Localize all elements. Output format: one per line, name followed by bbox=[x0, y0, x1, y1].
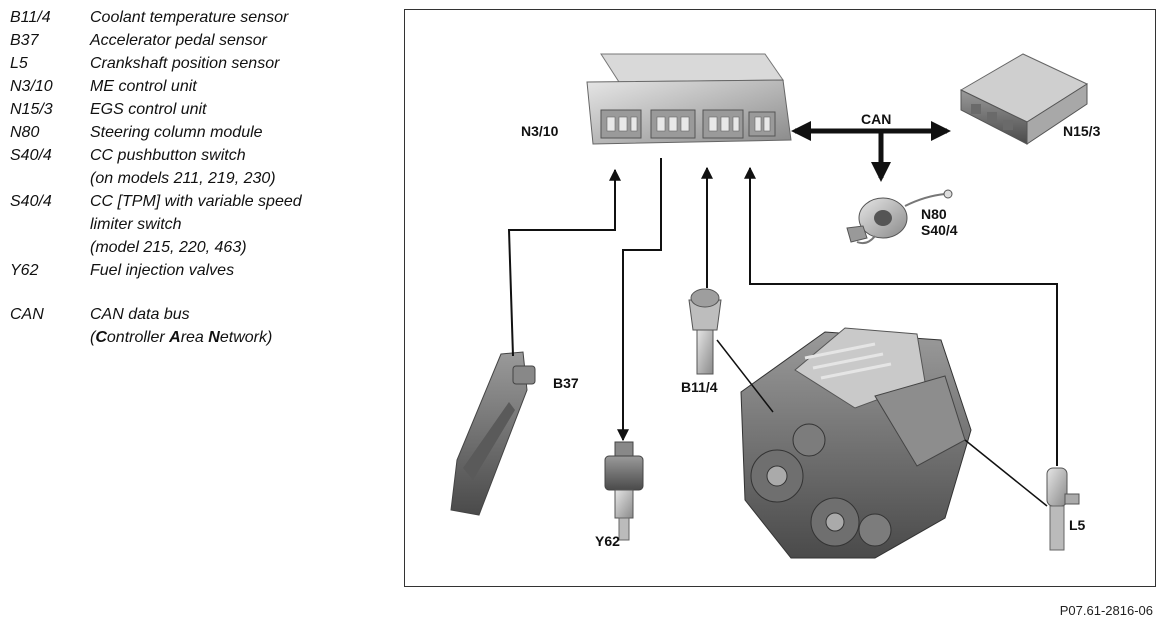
system-diagram: N3/10 CAN N15/3 N80 S40/4 B37 B11/4 Y62 … bbox=[450, 53, 1101, 559]
legend-line: Coolant temperature sensor bbox=[90, 9, 289, 26]
label-can: CAN bbox=[861, 111, 891, 127]
legend-line: CAN data bus bbox=[90, 306, 190, 323]
legend-row-n3-10: N3/10 ME control unit bbox=[10, 75, 390, 98]
legend-row-can: CAN CAN data bus (Controller Area Networ… bbox=[10, 303, 390, 349]
figure-id: P07.61-2816-06 bbox=[1059, 603, 1153, 618]
label-n80: N80 bbox=[921, 206, 947, 222]
legend-desc: Coolant temperature sensor bbox=[90, 6, 390, 29]
label-s40-4: S40/4 bbox=[921, 222, 958, 238]
legend-code: CAN bbox=[10, 306, 44, 323]
legend-desc: CC pushbutton switch (on models 211, 219… bbox=[90, 144, 390, 190]
line-b37-to-n3-10 bbox=[507, 168, 621, 357]
label-n15-3: N15/3 bbox=[1063, 123, 1101, 139]
legend-line: Steering column module bbox=[90, 124, 263, 141]
label-l5: L5 bbox=[1069, 517, 1086, 533]
label-n3-10: N3/10 bbox=[521, 123, 559, 139]
coolant-temperature-sensor-image bbox=[688, 288, 722, 375]
legend-desc: CAN data bus (Controller Area Network) bbox=[90, 303, 390, 349]
legend: B11/4 Coolant temperature sensor B37 Acc… bbox=[10, 6, 390, 349]
legend-code: B11/4 bbox=[10, 9, 51, 26]
legend-line-acronym: (Controller Area Network) bbox=[90, 329, 273, 346]
legend-line: Fuel injection valves bbox=[90, 262, 235, 279]
label-b37: B37 bbox=[553, 375, 579, 391]
legend-line: (on models 211, 219, 230) bbox=[90, 170, 276, 187]
legend-row-b11-4: B11/4 Coolant temperature sensor bbox=[10, 6, 390, 29]
legend-row-n15-3: N15/3 EGS control unit bbox=[10, 98, 390, 121]
legend-desc: Crankshaft position sensor bbox=[90, 52, 390, 75]
label-y62: Y62 bbox=[595, 533, 620, 549]
crankshaft-position-sensor-image bbox=[1046, 467, 1080, 551]
legend-desc: CC [TPM] with variable speed limiter swi… bbox=[90, 190, 390, 259]
can-bus bbox=[791, 121, 951, 182]
legend-code: L5 bbox=[10, 55, 28, 72]
fuel-injection-valve-image bbox=[604, 441, 644, 541]
signal-lines bbox=[507, 158, 1058, 507]
line-n3-10-to-y62 bbox=[617, 158, 662, 442]
legend-desc: Accelerator pedal sensor bbox=[90, 29, 390, 52]
legend-line: ME control unit bbox=[90, 78, 197, 95]
legend-desc: ME control unit bbox=[90, 75, 390, 98]
legend-row-s40-4-b: S40/4 CC [TPM] with variable speed limit… bbox=[10, 190, 390, 259]
diagram-frame: N3/10 CAN N15/3 N80 S40/4 B37 B11/4 Y62 … bbox=[404, 9, 1156, 587]
legend-code: N3/10 bbox=[10, 78, 53, 95]
legend-line: EGS control unit bbox=[90, 101, 207, 118]
legend-desc: EGS control unit bbox=[90, 98, 390, 121]
legend-line: (model 215, 220, 463) bbox=[90, 239, 247, 256]
legend-code: Y62 bbox=[10, 262, 39, 279]
legend-code: N80 bbox=[10, 124, 40, 141]
me-control-unit-image bbox=[586, 53, 792, 145]
legend-code: N15/3 bbox=[10, 101, 53, 118]
egs-control-unit-image bbox=[959, 53, 1089, 145]
legend-code: B37 bbox=[10, 32, 39, 49]
legend-code: S40/4 bbox=[10, 147, 52, 164]
legend-line: CC [TPM] with variable speed bbox=[90, 193, 302, 210]
legend-desc: Steering column module bbox=[90, 121, 390, 144]
legend-desc: Fuel injection valves bbox=[90, 259, 390, 282]
legend-row-b37: B37 Accelerator pedal sensor bbox=[10, 29, 390, 52]
legend-line: Accelerator pedal sensor bbox=[90, 32, 267, 49]
legend-row-n80: N80 Steering column module bbox=[10, 121, 390, 144]
engine-image bbox=[740, 327, 972, 559]
legend-row-y62: Y62 Fuel injection valves bbox=[10, 259, 390, 282]
legend-code: S40/4 bbox=[10, 193, 52, 210]
legend-line: CC pushbutton switch bbox=[90, 147, 246, 164]
legend-row-l5: L5 Crankshaft position sensor bbox=[10, 52, 390, 75]
legend-line: limiter switch bbox=[90, 216, 182, 233]
legend-line: Crankshaft position sensor bbox=[90, 55, 280, 72]
legend-row-s40-4-a: S40/4 CC pushbutton switch (on models 21… bbox=[10, 144, 390, 190]
leader-l5-engine bbox=[964, 439, 1048, 507]
accelerator-pedal-image bbox=[450, 351, 536, 516]
line-l5-to-n3-10 bbox=[744, 166, 1058, 466]
leader-b11-4-engine bbox=[716, 339, 774, 413]
label-b11-4: B11/4 bbox=[681, 379, 718, 395]
steering-column-module-image bbox=[846, 189, 953, 245]
